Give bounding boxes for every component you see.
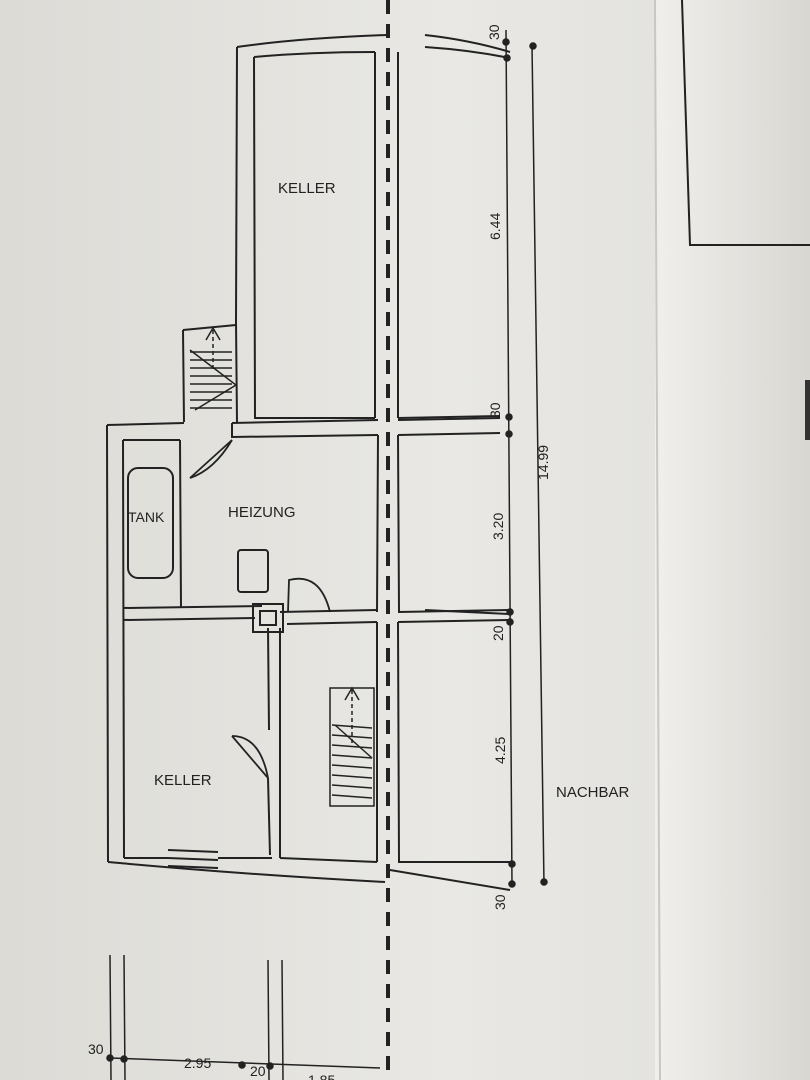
dim-wall-top: 30 xyxy=(486,24,502,40)
dim-wall-mid: 30 xyxy=(487,402,503,418)
room-label-keller-top: KELLER xyxy=(278,180,336,197)
room-label-keller-bottom: KELLER xyxy=(154,772,212,789)
stairs-upper xyxy=(189,326,238,411)
dim-bottom-partial: 1.85 xyxy=(308,1072,335,1080)
right-page xyxy=(655,0,810,1080)
adjacent-drawing-frame xyxy=(681,0,810,246)
tank-shape xyxy=(127,467,174,579)
dimension-lines xyxy=(106,29,548,1080)
room-label-tank: TANK xyxy=(128,509,165,525)
page-fold xyxy=(654,0,661,1080)
dim-keller-length: 6.44 xyxy=(487,213,503,240)
dim-bottom-width: 2.95 xyxy=(184,1055,211,1071)
doors xyxy=(189,439,331,779)
dim-wall-inner: 20 xyxy=(490,625,506,641)
stairs-lower xyxy=(329,686,375,807)
dim-lower-length: 4.25 xyxy=(492,737,508,764)
page-shadow-corner xyxy=(805,380,810,440)
chimney xyxy=(237,549,284,633)
neighbor-label: NACHBAR xyxy=(556,784,630,801)
dim-bottom-left-wall: 30 xyxy=(88,1041,104,1057)
dim-heizung-length: 3.20 xyxy=(490,513,506,540)
walls xyxy=(106,34,511,891)
room-label-heizung: HEIZUNG xyxy=(228,504,296,521)
dim-total-length: 14.99 xyxy=(535,445,551,480)
dim-wall-bottom: 30 xyxy=(492,894,508,910)
dim-bottom-inner-wall: 20 xyxy=(250,1063,266,1079)
